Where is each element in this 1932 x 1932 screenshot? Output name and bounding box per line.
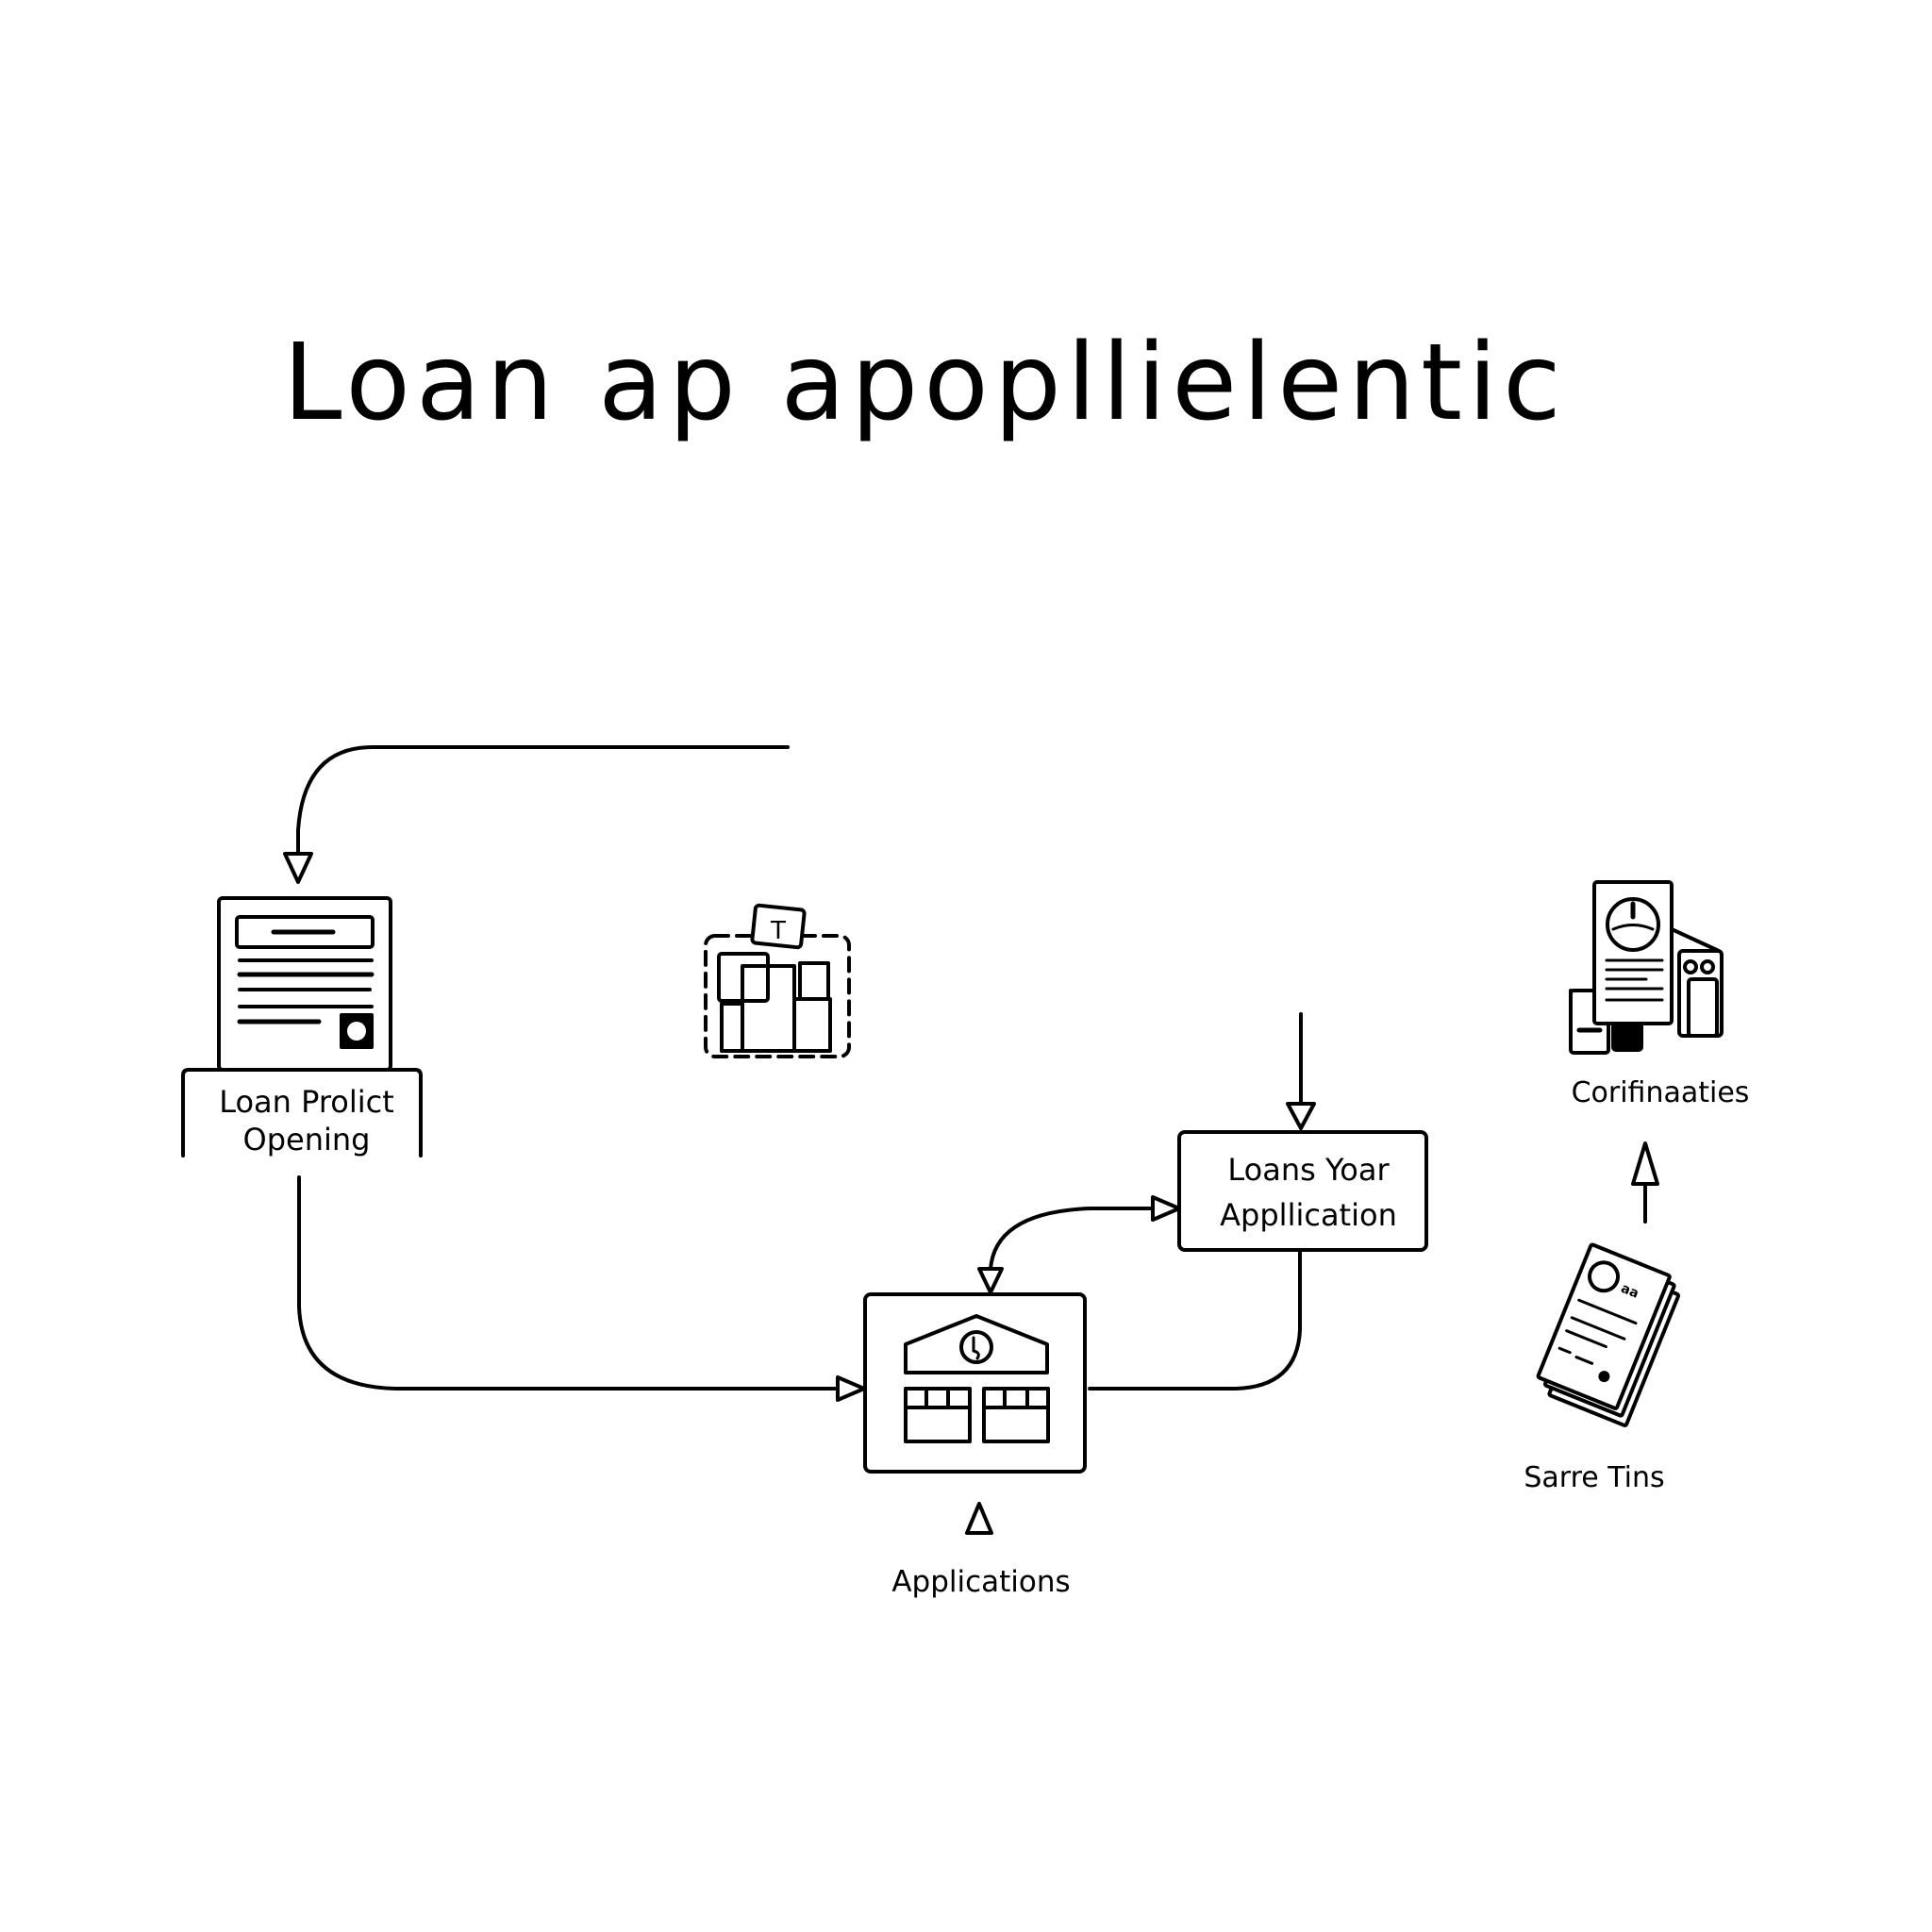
diagram-title: Loan ap apopllielentic (283, 322, 1567, 444)
edge-top-to-document (283, 745, 790, 884)
sarre-tins-label: Sarre Tins (1524, 1461, 1665, 1494)
application-box[interactable] (1177, 1130, 1428, 1252)
edge-document-to-bank (297, 1175, 866, 1402)
document-icon (217, 896, 392, 1072)
gauge-report-icon (1569, 880, 1724, 1055)
document-stack-badge: aa (1619, 1281, 1641, 1302)
edge-applications-up (965, 1502, 993, 1535)
document-stack-icon: aa (1536, 1242, 1681, 1427)
edge-application-to-bank (1088, 1251, 1302, 1391)
document-label-frame (181, 1068, 423, 1158)
document-label-line2: Opening (242, 1122, 371, 1158)
bank-node-label: Applications (891, 1565, 1071, 1599)
cluster-badge: T (770, 917, 786, 945)
bank-icon[interactable] (863, 1292, 1087, 1474)
cluster-icon (704, 903, 851, 1058)
application-label-line1: Loans Yoar (1227, 1152, 1390, 1188)
document-node-label: Loan Prolict Opening (189, 1083, 425, 1158)
edge-into-application (1286, 1012, 1316, 1130)
edge-sarre-to-confirmations (1631, 1141, 1659, 1224)
document-label-line1: Loan Prolict (219, 1084, 394, 1120)
edge-bank-application-bidirectional (977, 1195, 1181, 1294)
application-node-label: Loans Yoar Appllication (1185, 1147, 1432, 1238)
confirmations-label: Corifinaaties (1571, 1076, 1750, 1109)
application-label-line2: Appllication (1220, 1197, 1397, 1233)
